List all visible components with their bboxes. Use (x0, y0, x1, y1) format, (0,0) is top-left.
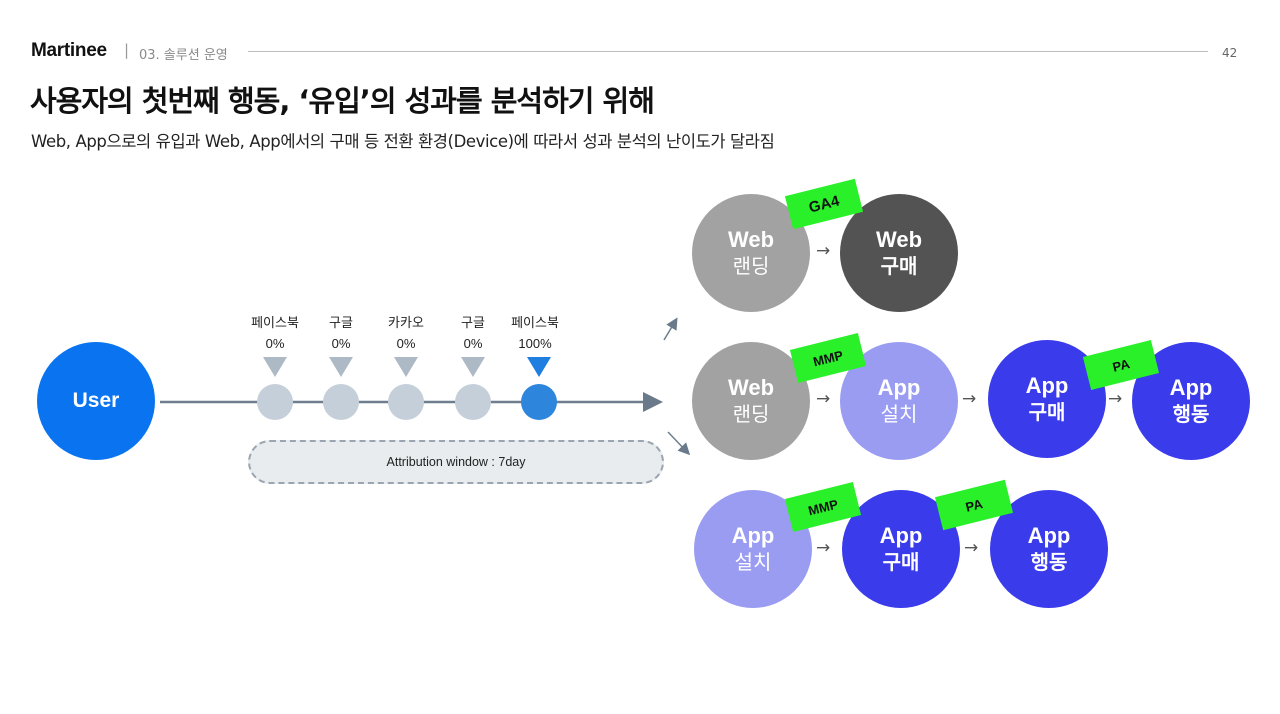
touchpoint-label: 페이스북 0% (240, 314, 310, 354)
brand-logo: Martinee (31, 40, 107, 61)
channel-name: 구글 (461, 316, 485, 331)
touchpoint-dot (388, 384, 424, 420)
touchpoint-label-active: 페이스북 100% (500, 314, 570, 354)
node-line1: App (1027, 523, 1071, 548)
touchpoint-dot (257, 384, 293, 420)
node-line2: 행동 (1030, 550, 1068, 574)
touchpoint-dot (455, 384, 491, 420)
touchpoint-dot (323, 384, 359, 420)
node-line1: App (1025, 373, 1069, 398)
attribution-window: Attribution window : 7day (248, 440, 664, 484)
channel-percent: 0% (265, 336, 285, 351)
branch-down-arrow (667, 431, 691, 456)
node-line1: App (731, 523, 775, 548)
node-line2: 랜딩 (732, 402, 770, 426)
node-web-purchase: Web 구매 (840, 194, 958, 312)
header-divider (248, 51, 1208, 52)
node-line1: App (879, 523, 923, 548)
node-line2: 설치 (734, 550, 772, 574)
touchpoint-label: 구글 0% (306, 314, 376, 354)
page-number: 42 (1222, 46, 1238, 60)
channel-percent: 0% (463, 336, 483, 351)
node-line2: 랜딩 (732, 254, 770, 278)
node-line2: 구매 (882, 550, 920, 574)
flow-arrow: → (816, 389, 831, 409)
channel-name: 카카오 (388, 316, 424, 331)
touchpoint-marker-active (527, 357, 551, 377)
node-line1: App (877, 375, 921, 400)
node-line2: 설치 (880, 402, 918, 426)
channel-percent: 100% (518, 336, 552, 351)
touchpoint-marker (461, 357, 485, 377)
branch-up-arrow (663, 317, 678, 341)
touchpoint-marker (263, 357, 287, 377)
flow-arrow: → (816, 538, 831, 558)
flow-arrow: → (816, 241, 831, 261)
node-line1: Web (727, 227, 775, 252)
node-line2: 구매 (880, 254, 918, 278)
touchpoint-label: 카카오 0% (371, 314, 441, 354)
touchpoint-dot-active (521, 384, 557, 420)
channel-percent: 0% (396, 336, 416, 351)
flow-arrow: → (1108, 389, 1123, 409)
touchpoint-marker (394, 357, 418, 377)
node-line2: 구매 (1028, 400, 1066, 424)
flow-arrow: → (962, 389, 977, 409)
channel-name: 페이스북 (511, 316, 559, 331)
page-subtitle: Web, App으로의 유입과 Web, App에서의 구매 등 전환 환경(D… (31, 132, 775, 151)
user-node: User (37, 342, 155, 460)
flow-arrow: → (964, 538, 979, 558)
channel-name: 페이스북 (251, 316, 299, 331)
section-label: 03. 솔루션 운영 (139, 48, 228, 63)
node-line2: 행동 (1172, 402, 1210, 426)
node-line1: Web (875, 227, 923, 252)
header-separator: | (124, 41, 130, 59)
node-line1: Web (727, 375, 775, 400)
channel-percent: 0% (331, 336, 351, 351)
node-web-landing: Web 랜딩 (692, 342, 810, 460)
touchpoint-label: 구글 0% (438, 314, 508, 354)
page-title: 사용자의 첫번째 행동, ‘유입’의 성과를 분석하기 위해 (30, 84, 655, 118)
node-line1: App (1169, 375, 1213, 400)
channel-name: 구글 (329, 316, 353, 331)
touchpoint-marker (329, 357, 353, 377)
